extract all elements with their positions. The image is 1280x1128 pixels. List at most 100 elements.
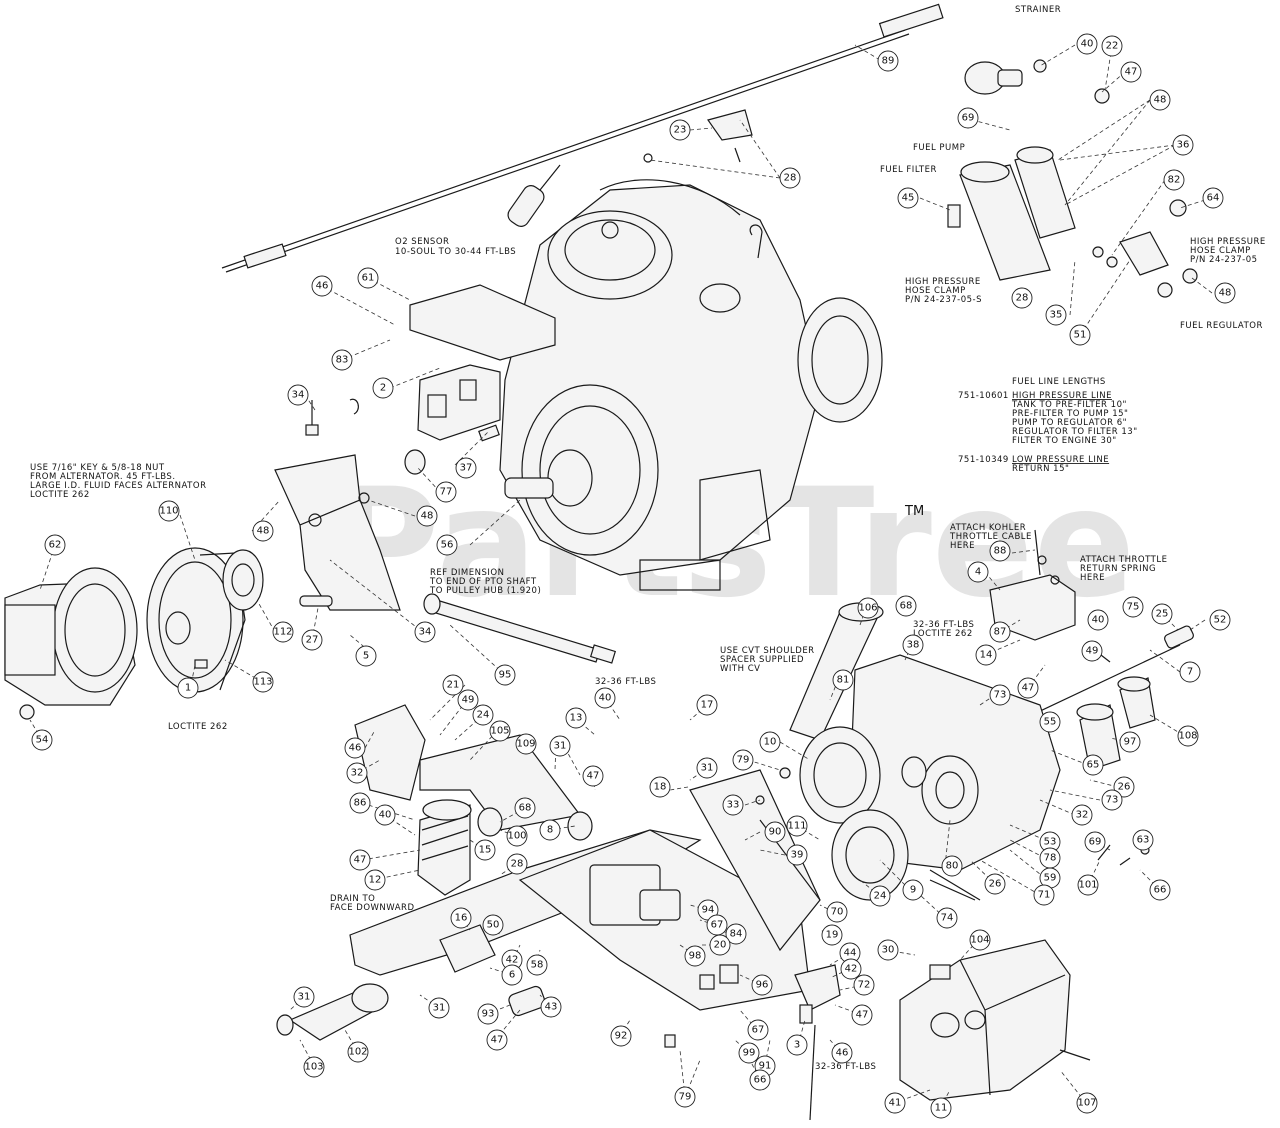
callout-7[interactable]: 7 (1179, 661, 1201, 683)
callout-70[interactable]: 70 (826, 901, 848, 923)
callout-3[interactable]: 3 (786, 1034, 808, 1056)
callout-34[interactable]: 34 (414, 621, 436, 643)
callout-37[interactable]: 37 (455, 457, 477, 479)
callout-23[interactable]: 23 (669, 119, 691, 141)
callout-45[interactable]: 45 (897, 187, 919, 209)
callout-99[interactable]: 99 (738, 1042, 760, 1064)
callout-33[interactable]: 33 (722, 794, 744, 816)
callout-50[interactable]: 50 (482, 914, 504, 936)
callout-89[interactable]: 89 (877, 50, 899, 72)
callout-18[interactable]: 18 (649, 776, 671, 798)
callout-35[interactable]: 35 (1045, 304, 1067, 326)
callout-40[interactable]: 40 (1076, 33, 1098, 55)
callout-40[interactable]: 40 (594, 687, 616, 709)
callout-32[interactable]: 32 (1071, 804, 1093, 826)
callout-38[interactable]: 38 (902, 634, 924, 656)
callout-93[interactable]: 93 (477, 1003, 499, 1025)
callout-87[interactable]: 87 (989, 621, 1011, 643)
callout-72[interactable]: 72 (853, 974, 875, 996)
callout-46[interactable]: 46 (831, 1042, 853, 1064)
callout-73[interactable]: 73 (989, 684, 1011, 706)
callout-65[interactable]: 65 (1082, 754, 1104, 776)
callout-2[interactable]: 2 (372, 377, 394, 399)
callout-40[interactable]: 40 (374, 804, 396, 826)
callout-112[interactable]: 112 (272, 621, 294, 643)
callout-66[interactable]: 66 (749, 1069, 771, 1091)
callout-97[interactable]: 97 (1119, 731, 1141, 753)
callout-47[interactable]: 47 (1120, 61, 1142, 83)
callout-98[interactable]: 98 (684, 945, 706, 967)
callout-67[interactable]: 67 (706, 914, 728, 936)
callout-47[interactable]: 47 (582, 765, 604, 787)
callout-62[interactable]: 62 (44, 534, 66, 556)
callout-75[interactable]: 75 (1122, 596, 1144, 618)
callout-31[interactable]: 31 (428, 997, 450, 1019)
callout-6[interactable]: 6 (501, 964, 523, 986)
callout-56[interactable]: 56 (436, 534, 458, 556)
callout-34[interactable]: 34 (287, 384, 309, 406)
callout-46[interactable]: 46 (311, 275, 333, 297)
callout-31[interactable]: 31 (549, 735, 571, 757)
callout-22[interactable]: 22 (1101, 35, 1123, 57)
callout-27[interactable]: 27 (301, 629, 323, 651)
callout-52[interactable]: 52 (1209, 609, 1231, 631)
callout-36[interactable]: 36 (1172, 134, 1194, 156)
callout-95[interactable]: 95 (494, 664, 516, 686)
callout-21[interactable]: 21 (442, 674, 464, 696)
callout-47[interactable]: 47 (349, 849, 371, 871)
callout-8[interactable]: 8 (539, 819, 561, 841)
callout-96[interactable]: 96 (751, 974, 773, 996)
callout-81[interactable]: 81 (832, 669, 854, 691)
callout-66[interactable]: 66 (1149, 879, 1171, 901)
callout-47[interactable]: 47 (851, 1004, 873, 1026)
callout-79[interactable]: 79 (674, 1086, 696, 1108)
callout-106[interactable]: 106 (857, 597, 879, 619)
callout-28[interactable]: 28 (1011, 287, 1033, 309)
callout-90[interactable]: 90 (764, 821, 786, 843)
callout-10[interactable]: 10 (759, 731, 781, 753)
callout-108[interactable]: 108 (1177, 725, 1199, 747)
callout-47[interactable]: 47 (1017, 677, 1039, 699)
callout-16[interactable]: 16 (450, 907, 472, 929)
callout-55[interactable]: 55 (1039, 711, 1061, 733)
callout-5[interactable]: 5 (355, 645, 377, 667)
callout-51[interactable]: 51 (1069, 324, 1091, 346)
callout-32[interactable]: 32 (346, 762, 368, 784)
callout-15[interactable]: 15 (474, 839, 496, 861)
callout-17[interactable]: 17 (696, 694, 718, 716)
callout-68[interactable]: 68 (514, 797, 536, 819)
callout-64[interactable]: 64 (1202, 187, 1224, 209)
callout-92[interactable]: 92 (610, 1025, 632, 1047)
callout-61[interactable]: 61 (357, 267, 379, 289)
callout-102[interactable]: 102 (347, 1041, 369, 1063)
callout-30[interactable]: 30 (877, 939, 899, 961)
callout-26[interactable]: 26 (1113, 776, 1135, 798)
callout-110[interactable]: 110 (158, 500, 180, 522)
callout-103[interactable]: 103 (303, 1056, 325, 1078)
callout-42[interactable]: 42 (840, 958, 862, 980)
callout-77[interactable]: 77 (435, 481, 457, 503)
callout-69[interactable]: 69 (957, 107, 979, 129)
callout-9[interactable]: 9 (902, 879, 924, 901)
callout-49[interactable]: 49 (1081, 640, 1103, 662)
callout-74[interactable]: 74 (936, 907, 958, 929)
callout-69[interactable]: 69 (1084, 831, 1106, 853)
callout-43[interactable]: 43 (540, 996, 562, 1018)
callout-49[interactable]: 49 (457, 689, 479, 711)
callout-46[interactable]: 46 (344, 737, 366, 759)
callout-79[interactable]: 79 (732, 749, 754, 771)
callout-71[interactable]: 71 (1033, 884, 1055, 906)
callout-28[interactable]: 28 (779, 167, 801, 189)
callout-25[interactable]: 25 (1151, 603, 1173, 625)
callout-31[interactable]: 31 (696, 757, 718, 779)
callout-4[interactable]: 4 (967, 561, 989, 583)
callout-68[interactable]: 68 (895, 595, 917, 617)
callout-31[interactable]: 31 (293, 986, 315, 1008)
callout-24[interactable]: 24 (472, 704, 494, 726)
callout-19[interactable]: 19 (821, 924, 843, 946)
callout-100[interactable]: 100 (506, 825, 528, 847)
callout-107[interactable]: 107 (1076, 1092, 1098, 1114)
callout-63[interactable]: 63 (1132, 829, 1154, 851)
callout-82[interactable]: 82 (1163, 169, 1185, 191)
callout-41[interactable]: 41 (884, 1092, 906, 1114)
